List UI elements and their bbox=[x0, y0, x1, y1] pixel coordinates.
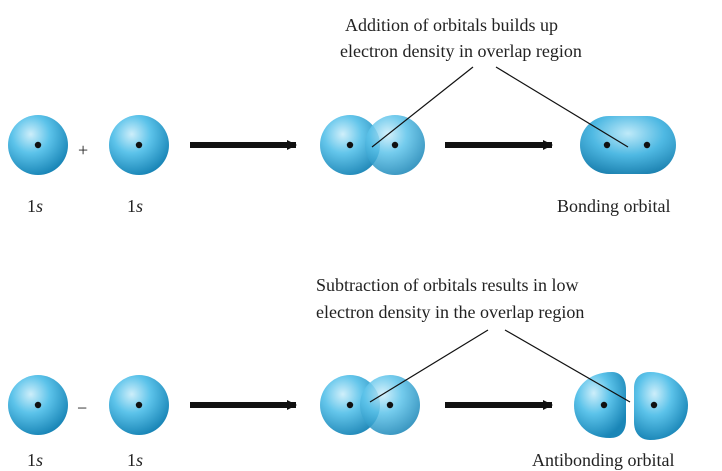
top-overlap-pair bbox=[320, 115, 425, 175]
nucleus-dot bbox=[135, 401, 143, 409]
nucleus-dot bbox=[603, 141, 611, 149]
antibonding-lobe-left bbox=[574, 372, 626, 438]
antibonding-row: − Subtraction of orbitals results i bbox=[8, 275, 688, 470]
nucleus-dot bbox=[386, 401, 394, 409]
plus-operator: + bbox=[78, 140, 88, 160]
antibonding-orbital-label: Antibonding orbital bbox=[532, 450, 675, 470]
minus-operator: − bbox=[77, 398, 87, 418]
nucleus-dot bbox=[346, 401, 354, 409]
nucleus-dot bbox=[346, 141, 354, 149]
bonding-annotation-line1: Addition of orbitals builds up bbox=[345, 15, 558, 35]
nucleus-dot bbox=[391, 141, 399, 149]
bonding-orbital-shape bbox=[580, 116, 676, 174]
nucleus-dot bbox=[650, 401, 658, 409]
top-orbital-1s-b bbox=[109, 115, 169, 175]
annotation-leader-line bbox=[495, 66, 629, 148]
label-1s-b: 1s bbox=[127, 196, 143, 216]
antibonding-annotation-line2: electron density in the overlap region bbox=[316, 302, 584, 322]
antibonding-lobe-right bbox=[634, 372, 688, 440]
annotation-leader-line bbox=[369, 329, 489, 403]
label-1s-b: 1s bbox=[127, 450, 143, 470]
antibonding-orbital-shape bbox=[574, 372, 688, 440]
label-1s-a: 1s bbox=[27, 196, 43, 216]
bonding-orbital-label: Bonding orbital bbox=[557, 196, 671, 216]
bottom-overlap-pair bbox=[320, 375, 420, 435]
nucleus-dot bbox=[34, 141, 42, 149]
nucleus-dot bbox=[643, 141, 651, 149]
nucleus-dot bbox=[600, 401, 608, 409]
nucleus-dot bbox=[34, 401, 42, 409]
antibonding-annotation-line1: Subtraction of orbitals results in low bbox=[316, 275, 578, 295]
top-orbital-1s-a bbox=[8, 115, 68, 175]
label-1s-a: 1s bbox=[27, 450, 43, 470]
annotation-leader-line bbox=[371, 66, 474, 148]
bonding-annotation-line2: electron density in overlap region bbox=[340, 41, 582, 61]
annotation-leader-line bbox=[504, 329, 631, 403]
bottom-orbital-1s-a bbox=[8, 375, 68, 435]
nucleus-dot bbox=[135, 141, 143, 149]
bottom-orbital-1s-b bbox=[109, 375, 169, 435]
bonding-row: + Addition of orbitals builds up elect bbox=[8, 15, 676, 216]
